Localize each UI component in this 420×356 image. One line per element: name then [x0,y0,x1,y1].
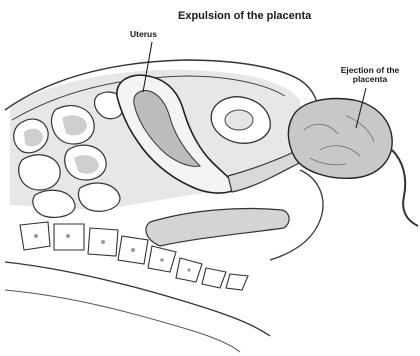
placenta-label-line2: placenta [330,75,410,84]
back-outline-inner [5,290,240,352]
rectum [146,209,289,247]
placenta-label: Ejection of the placenta [330,66,410,84]
bladder-inner [225,110,253,130]
placenta [288,99,392,179]
back-outline [5,262,270,336]
uterus-label: Uterus [130,30,157,39]
diagram-title: Expulsion of the placenta [178,10,348,22]
umbilical-cord [392,150,418,226]
